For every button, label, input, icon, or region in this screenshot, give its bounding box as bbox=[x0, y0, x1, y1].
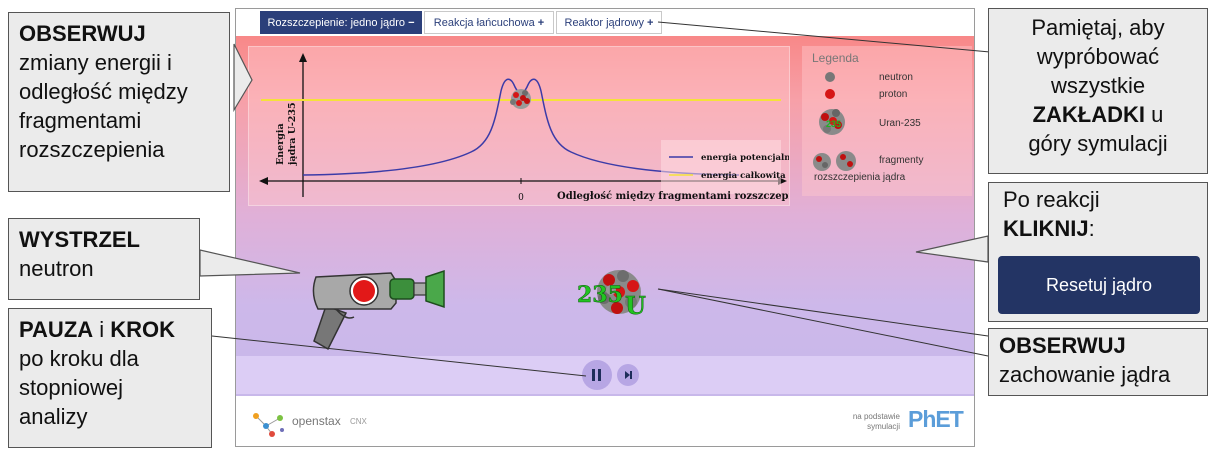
simulation-footer: openstax CNX na podstawie symulacji PhET bbox=[236, 396, 974, 446]
callout-line: Pamiętaj, aby bbox=[1031, 15, 1165, 40]
legend-fragments-label: fragmenty bbox=[879, 155, 924, 166]
callout-fire: WYSTRZEL neutron bbox=[8, 218, 200, 300]
nucleus-mass-label: 235 bbox=[577, 282, 623, 308]
energy-graph: energia potencjalna energia całkowita 0 … bbox=[259, 53, 789, 203]
callout-pause-step: PAUZA i KROK po kroku dla stopniowej ana… bbox=[8, 308, 212, 448]
tab-chain-reaction[interactable]: Reakcja łańcuchowa + bbox=[424, 11, 554, 34]
svg-text:235: 235 bbox=[826, 119, 841, 129]
energy-graph-panel: energia potencjalna energia całkowita 0 … bbox=[248, 46, 790, 206]
legend-fragments-label-line2: rozszczepienia jądra bbox=[814, 172, 906, 183]
playback-controls bbox=[236, 356, 974, 394]
tab-bar: Rozszczepienie: jedno jądro − Reakcja ła… bbox=[236, 9, 974, 36]
callout-line: neutron bbox=[19, 256, 94, 281]
pause-button[interactable] bbox=[582, 360, 612, 390]
callout-bold: OBSERWUJ bbox=[19, 21, 146, 46]
openstax-logo-icon bbox=[253, 413, 284, 437]
plus-icon: + bbox=[647, 17, 654, 29]
callout-line: fragmentami bbox=[19, 108, 142, 133]
gun-grip bbox=[313, 305, 348, 351]
phet-logo: PhET bbox=[908, 406, 964, 432]
y-axis-label-line1: Energia bbox=[275, 123, 286, 165]
zero-tick-label: 0 bbox=[518, 193, 524, 203]
simulation-stage: energia potencjalna energia całkowita 0 … bbox=[236, 36, 974, 396]
pause-icon-bar bbox=[598, 369, 601, 381]
minus-icon: − bbox=[408, 17, 415, 29]
graph-nucleus-icon bbox=[510, 89, 531, 109]
gun-trigger bbox=[335, 308, 355, 319]
x-axis-label: Odległość między fragmentami rozszczepie… bbox=[557, 191, 789, 202]
callout-observe-nucleus: OBSERWUJ zachowanie jądra bbox=[988, 328, 1208, 396]
callout-bold: KROK bbox=[110, 317, 176, 342]
y-axis-arrow-icon bbox=[299, 53, 307, 62]
step-icon bbox=[625, 371, 632, 379]
cnx-logo-text: CNX bbox=[350, 417, 367, 426]
callout-text: i bbox=[93, 317, 111, 342]
openstax-logo-text: openstax bbox=[292, 414, 341, 428]
gun-muzzle bbox=[425, 269, 445, 309]
callout-line: zmiany energii i bbox=[19, 50, 172, 75]
based-on-text: na podstawie symulacji bbox=[840, 412, 900, 432]
uranium-nucleus-icon bbox=[597, 270, 641, 314]
legend-neutron-label: neutron bbox=[879, 72, 913, 83]
callout-line: analizy bbox=[19, 404, 88, 429]
nucleus-symbol-label: U bbox=[625, 291, 646, 320]
pause-icon bbox=[592, 369, 595, 381]
legend-proton-label: proton bbox=[879, 89, 908, 100]
simulation-frame: Rozszczepienie: jedno jądro − Reakcja ła… bbox=[235, 8, 975, 447]
callout-bold: WYSTRZEL bbox=[19, 227, 140, 252]
legend-panel: Legenda 235 neutron proton Uran-235 bbox=[802, 46, 972, 196]
tab-single-nucleus[interactable]: Rozszczepienie: jedno jądro − bbox=[260, 11, 422, 34]
callout-text: : bbox=[1088, 216, 1095, 241]
callout-tabs-hint: Pamiętaj, aby wypróbować wszystkie ZAKŁA… bbox=[988, 8, 1208, 174]
uranium-icon: 235 bbox=[819, 109, 845, 135]
based-on-line2: symulacji bbox=[867, 422, 900, 431]
tab-nuclear-reactor[interactable]: Reaktor jądrowy + bbox=[556, 11, 662, 34]
x-axis-left-arrow-icon bbox=[259, 177, 268, 185]
callout-line: Po reakcji bbox=[1003, 187, 1100, 212]
callout-line: góry symulacji bbox=[1028, 131, 1168, 156]
reset-nucleus-button[interactable]: Resetuj jądro bbox=[998, 256, 1200, 314]
step-button[interactable] bbox=[617, 364, 639, 386]
legend-title: Legenda bbox=[812, 51, 859, 65]
fragments-icon bbox=[813, 151, 856, 171]
proton-icon bbox=[825, 89, 835, 99]
callout-line: stopniowej bbox=[19, 375, 123, 400]
gun-barrel-gray bbox=[413, 282, 427, 296]
y-axis-label-line2: jądra U-235 bbox=[287, 102, 298, 166]
legend-uranium-label: Uran-235 bbox=[879, 118, 921, 129]
fire-button-icon[interactable] bbox=[353, 280, 375, 302]
callout-line: po kroku dla bbox=[19, 346, 139, 371]
callout-line: odległość między bbox=[19, 79, 188, 104]
tab-label: Reaktor jądrowy bbox=[564, 17, 644, 29]
uranium-nucleus: 235 U bbox=[577, 270, 646, 320]
callout-line: wypróbować bbox=[1036, 44, 1160, 69]
based-on-line1: na podstawie bbox=[852, 412, 900, 421]
callout-observe-energy: OBSERWUJ zmiany energii i odległość międ… bbox=[8, 12, 230, 192]
total-legend-label: energia całkowita bbox=[701, 171, 786, 181]
callout-bold: KLIKNIJ bbox=[1003, 216, 1089, 241]
callout-bold: ZAKŁADKI bbox=[1032, 102, 1146, 127]
callout-text: u bbox=[1145, 102, 1164, 127]
gun-barrel-green bbox=[389, 278, 415, 300]
callout-line: zachowanie jądra bbox=[999, 362, 1171, 387]
callout-bold: OBSERWUJ bbox=[999, 333, 1126, 358]
neutron-icon bbox=[825, 72, 835, 82]
potential-legend-label: energia potencjalna bbox=[701, 153, 789, 163]
callout-bold: PAUZA bbox=[19, 317, 94, 342]
neutron-gun[interactable] bbox=[306, 251, 456, 361]
plus-icon: + bbox=[537, 17, 545, 29]
tab-label: Rozszczepienie: jedno jądro bbox=[267, 17, 406, 29]
tab-label: Reakcja łańcuchowa bbox=[433, 17, 535, 29]
graph-legend-box bbox=[661, 140, 781, 194]
callout-line: wszystkie bbox=[1050, 73, 1146, 98]
legend-icons: 235 bbox=[813, 72, 856, 171]
callout-line: rozszczepienia bbox=[19, 137, 165, 162]
